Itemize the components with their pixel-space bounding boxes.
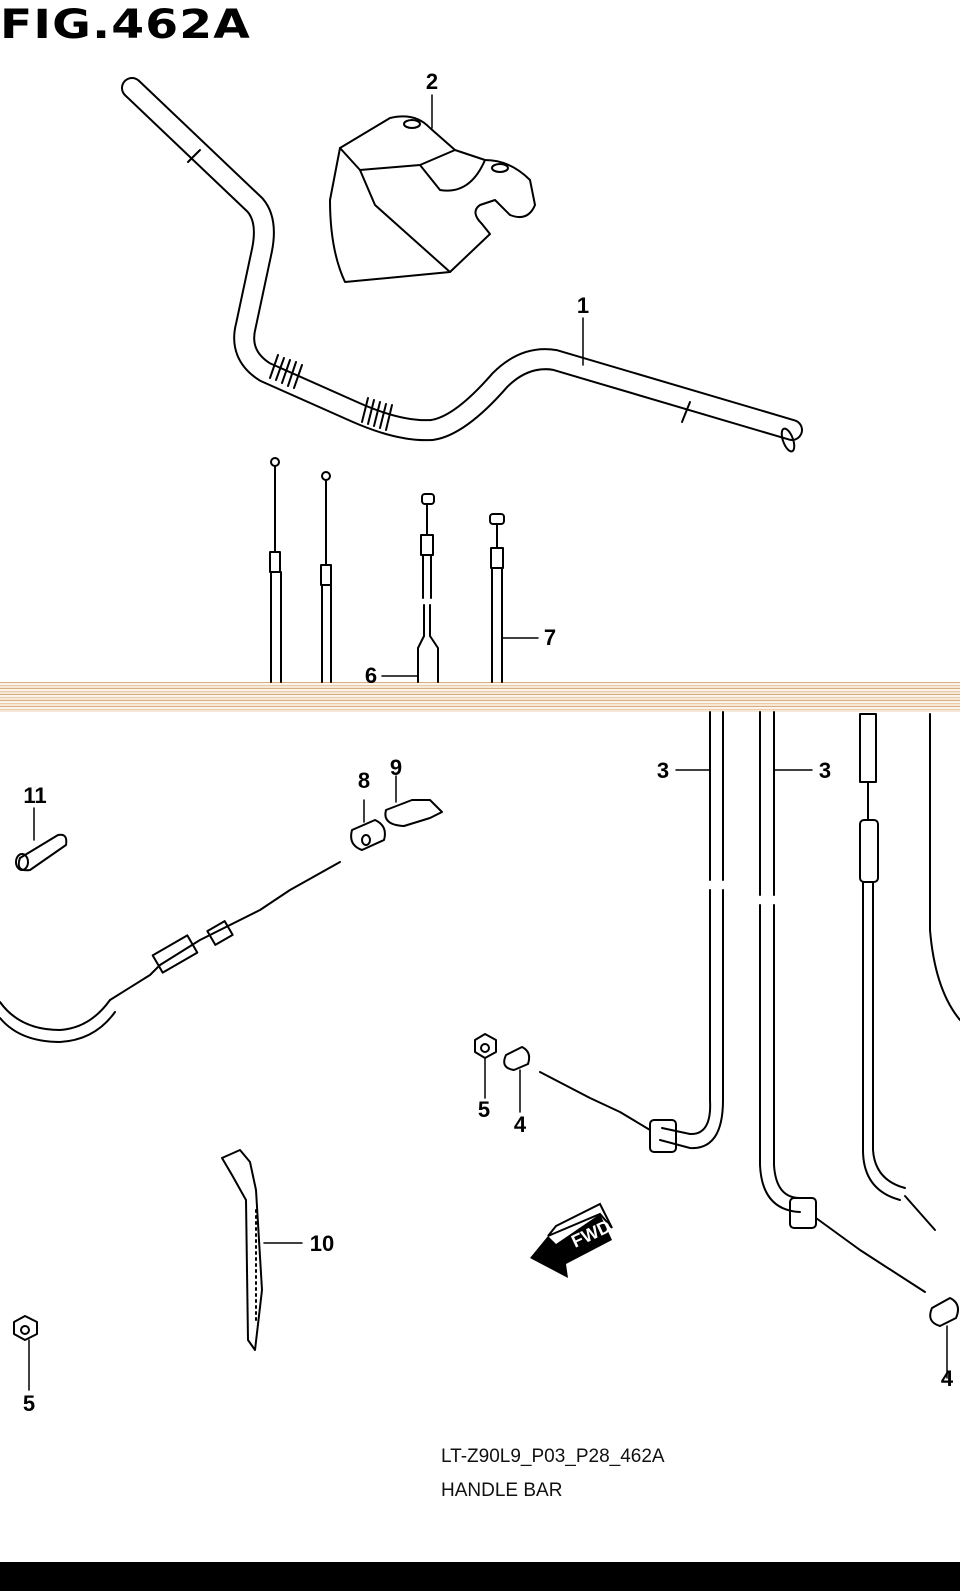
collar-part-8[interactable] <box>350 819 386 851</box>
collar-part-4-center[interactable] <box>503 1046 531 1071</box>
nut-part-5-center[interactable] <box>474 1033 497 1059</box>
callout-2: 2 <box>426 69 438 94</box>
callout-5-center: 5 <box>478 1097 490 1122</box>
callout-8: 8 <box>358 768 370 793</box>
adjuster-part-9[interactable] <box>384 799 443 827</box>
callout-4-right: 4 <box>941 1366 954 1391</box>
cable-right-2[interactable] <box>929 713 960 1021</box>
scan-artifact-strip <box>0 682 960 712</box>
cable-upper-left-2[interactable] <box>320 471 332 683</box>
callout-7: 7 <box>544 625 556 650</box>
bottom-bar <box>0 1562 960 1591</box>
collar-part-4-right[interactable] <box>929 1297 959 1327</box>
cable-tie-part-10[interactable] <box>221 1149 263 1351</box>
callout-10: 10 <box>310 1231 334 1256</box>
handle-cover-part[interactable] <box>329 115 536 283</box>
figure-name: HANDLE BAR <box>441 1480 563 1501</box>
cable-part-6[interactable] <box>417 493 439 683</box>
figure-title: FIG.462A <box>0 2 251 48</box>
sleeve-part-11[interactable] <box>15 833 68 872</box>
callout-3-right: 3 <box>819 758 831 783</box>
cable-part-3-left[interactable] <box>539 711 724 1153</box>
nut-part-5-left[interactable] <box>13 1315 38 1341</box>
callout-9: 9 <box>390 755 402 780</box>
callout-6: 6 <box>365 663 377 688</box>
callout-1: 1 <box>577 293 589 318</box>
cable-right-1[interactable] <box>859 713 936 1231</box>
cable-upper-left-1[interactable] <box>269 457 282 683</box>
callout-3-left: 3 <box>657 758 669 783</box>
callout-4-center: 4 <box>514 1112 527 1137</box>
cable-part-7[interactable] <box>489 513 505 683</box>
cable-lower-left[interactable] <box>0 861 341 1043</box>
handle-bar-part[interactable] <box>121 77 803 453</box>
figure-code: LT-Z90L9_P03_P28_462A <box>441 1446 665 1467</box>
cable-part-3-right[interactable] <box>759 711 926 1293</box>
fwd-arrow-icon: FWD <box>530 1202 614 1278</box>
callout-11: 11 <box>23 783 46 808</box>
callout-5-left: 5 <box>23 1391 35 1416</box>
